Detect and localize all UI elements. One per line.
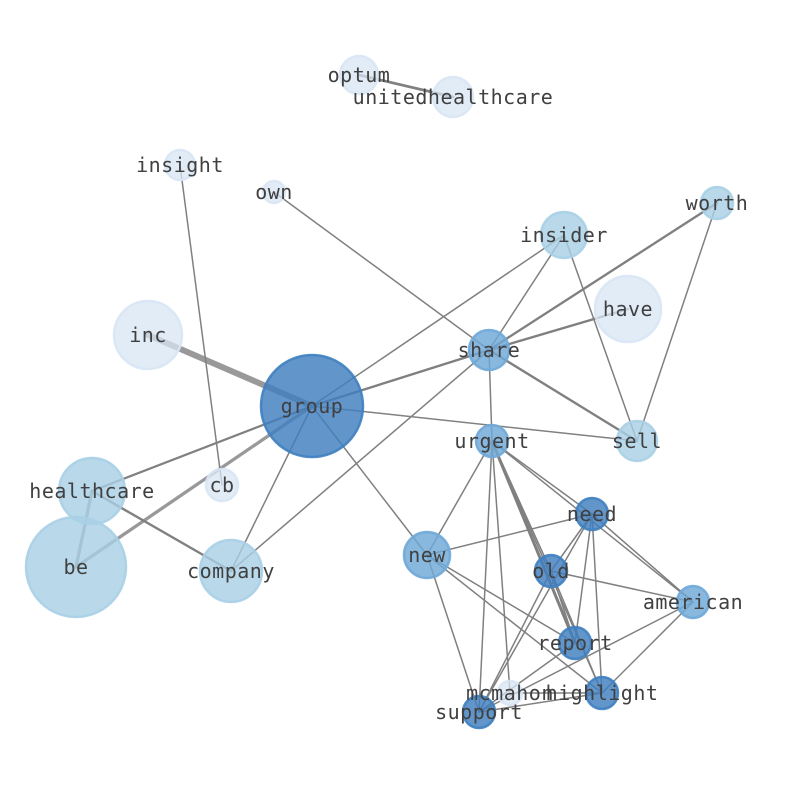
edge-insight-cb <box>179 164 223 486</box>
node-label-highlight: highlight <box>546 681 659 705</box>
node-label-urgent: urgent <box>454 429 529 453</box>
node-highlight <box>584 675 620 711</box>
node-cb <box>204 467 240 503</box>
node-label-old: old <box>532 559 570 583</box>
node-label-group: group <box>281 394 344 418</box>
node-label-sell: sell <box>612 429 662 453</box>
node-label-unitedhealthcare: unitedhealthcare <box>353 85 554 109</box>
node-sell <box>615 419 659 463</box>
node-inc <box>112 299 184 371</box>
edge-old-support <box>478 570 552 713</box>
node-label-healthcare: healthcare <box>29 479 154 503</box>
edge-urgent-support <box>478 440 493 713</box>
node-label-support: support <box>435 700 523 724</box>
node-label-insight: insight <box>136 153 224 177</box>
nodes-layer <box>24 54 735 730</box>
node-label-cb: cb <box>209 473 234 497</box>
node-mcmahon <box>496 679 524 707</box>
node-support <box>461 694 497 730</box>
node-label-report: report <box>537 631 612 655</box>
node-label-american: american <box>643 590 743 614</box>
node-label-be: be <box>63 555 88 579</box>
node-american <box>675 584 711 620</box>
node-own <box>261 179 287 205</box>
node-worth <box>699 185 735 221</box>
node-report <box>557 625 593 661</box>
node-group <box>259 353 365 459</box>
edge-american-highlight <box>601 601 694 694</box>
edge-worth-sell <box>636 202 718 442</box>
node-label-worth: worth <box>686 191 749 215</box>
node-need <box>574 496 610 532</box>
node-label-insider: insider <box>520 223 608 247</box>
edge-share-sell <box>487 348 639 443</box>
node-label-company: company <box>187 559 275 583</box>
edge-need-highlight <box>591 513 603 694</box>
edge-old-american <box>550 570 694 603</box>
node-label-own: own <box>255 180 293 204</box>
edge-own-share <box>273 191 490 351</box>
edge-worth-share <box>487 201 719 352</box>
edge-group-sell <box>311 405 638 442</box>
edge-company-share <box>230 349 490 572</box>
edge-need-new <box>426 513 593 556</box>
edge-urgent-need <box>491 440 593 515</box>
node-label-optum: optum <box>328 63 391 87</box>
node-label-have: have <box>603 297 653 321</box>
node-insight <box>163 148 197 182</box>
node-unitedhealthcare <box>431 75 475 119</box>
node-insider <box>539 210 589 260</box>
node-label-inc: inc <box>129 323 167 347</box>
edge-new-report <box>426 554 576 644</box>
edge-need-american <box>591 513 694 603</box>
node-old <box>533 553 569 589</box>
node-optum <box>338 54 380 96</box>
edge-urgent-mcmahon <box>491 440 511 694</box>
node-have <box>593 274 663 344</box>
node-label-need: need <box>567 502 617 526</box>
edge-highlight-support <box>478 692 603 713</box>
edge-urgent-report <box>490 439 577 645</box>
edge-insider-sell <box>563 234 638 442</box>
node-label-mcmahon: mcmahon <box>466 681 554 705</box>
node-label-new: new <box>408 543 446 567</box>
node-company <box>198 538 264 604</box>
edge-new-support <box>426 554 480 713</box>
node-be <box>24 515 128 619</box>
edge-report-support <box>478 642 576 713</box>
node-label-share: share <box>458 338 521 362</box>
node-urgent <box>474 423 510 459</box>
labels-layer: group inc healthcare be cb company insight own o… <box>29 63 748 724</box>
edge-need-support <box>478 513 593 713</box>
edge-new-highlight <box>426 554 603 694</box>
node-share <box>467 328 511 372</box>
node-new <box>402 530 452 580</box>
